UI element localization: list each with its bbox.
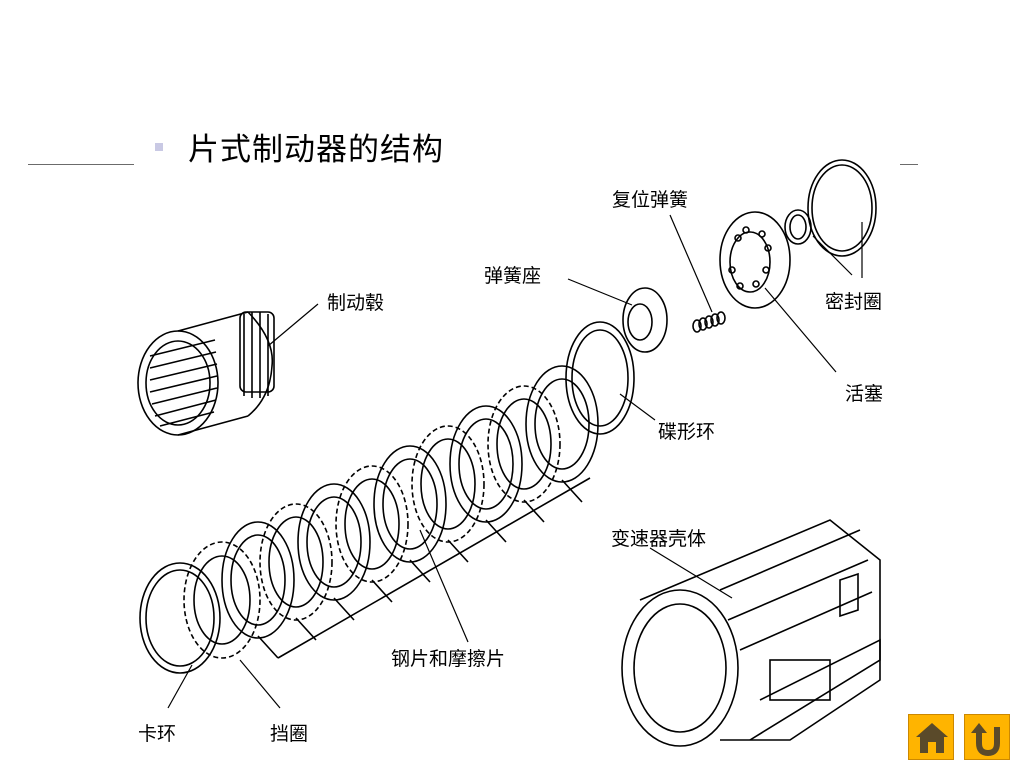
label-piston: 活塞 bbox=[845, 383, 883, 405]
leader-lines bbox=[167, 214, 863, 709]
seal-rings-drawing bbox=[784, 159, 877, 257]
label-retainer-ring: 挡圈 bbox=[270, 723, 308, 745]
title-rule-left bbox=[28, 164, 134, 165]
title-bullet bbox=[155, 143, 163, 151]
label-seal-ring: 密封圈 bbox=[825, 291, 882, 313]
spring-seat-drawing bbox=[622, 287, 668, 353]
return-spring-drawing bbox=[692, 311, 726, 333]
plate-stack-drawing bbox=[139, 321, 635, 674]
label-disc-spring: 碟形环 bbox=[658, 421, 715, 443]
slide-title: 片式制动器的结构 bbox=[188, 132, 444, 168]
home-icon bbox=[916, 723, 948, 753]
label-brake-hub: 制动毂 bbox=[327, 292, 384, 314]
label-snap-ring: 卡环 bbox=[138, 723, 176, 745]
return-button[interactable] bbox=[964, 714, 1010, 760]
return-icon bbox=[971, 723, 1000, 757]
label-spring-seat: 弹簧座 bbox=[484, 265, 541, 287]
transmission-case-drawing bbox=[621, 519, 881, 747]
brake-hub-drawing bbox=[137, 311, 275, 436]
piston-drawing bbox=[719, 211, 791, 309]
home-button[interactable] bbox=[908, 714, 954, 760]
label-return-spring: 复位弹簧 bbox=[612, 189, 688, 211]
label-steel-friction-plates: 钢片和摩擦片 bbox=[391, 648, 505, 670]
label-transmission-case: 变速器壳体 bbox=[611, 528, 706, 550]
title-rule-right bbox=[900, 164, 918, 165]
